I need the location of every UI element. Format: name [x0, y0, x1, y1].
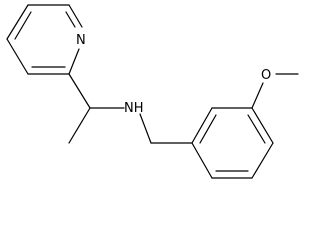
chemical-structure: N NH O	[0, 0, 306, 180]
benzene-bond-6	[191, 142, 213, 179]
benzene-ring	[191, 107, 274, 179]
benzene-bond-1	[191, 107, 213, 144]
methoxy-oxygen-label: O	[261, 68, 271, 83]
pyridine-inner-double-bond-2	[65, 11, 76, 28]
canvas-background	[0, 0, 306, 180]
pyridine-bond-4	[68, 48, 80, 75]
pyridine-bond-6	[6, 38, 29, 75]
pyridine-bond-3	[68, 4, 83, 28]
benzene-bond-3	[251, 107, 274, 144]
methoxy-group	[251, 73, 299, 109]
ring-to-oxygen-bond	[251, 82, 264, 109]
amine-label: NH	[124, 101, 144, 116]
nh-to-ch2-bond	[139, 113, 152, 144]
methyl-bond	[68, 107, 91, 144]
benzene-inner-double-bond-2	[247, 114, 266, 144]
benzene-bond-4	[251, 142, 274, 179]
pyridine-ring	[6, 4, 83, 75]
ring-to-ch-bond	[68, 73, 91, 109]
pyridine-nitrogen-label: N	[76, 33, 86, 48]
central-chain	[68, 73, 193, 144]
pyridine-bond-1	[6, 4, 29, 40]
pyridine-inner-double-bond-1	[14, 11, 32, 40]
benzene-inner-double-bond-1	[199, 114, 217, 144]
